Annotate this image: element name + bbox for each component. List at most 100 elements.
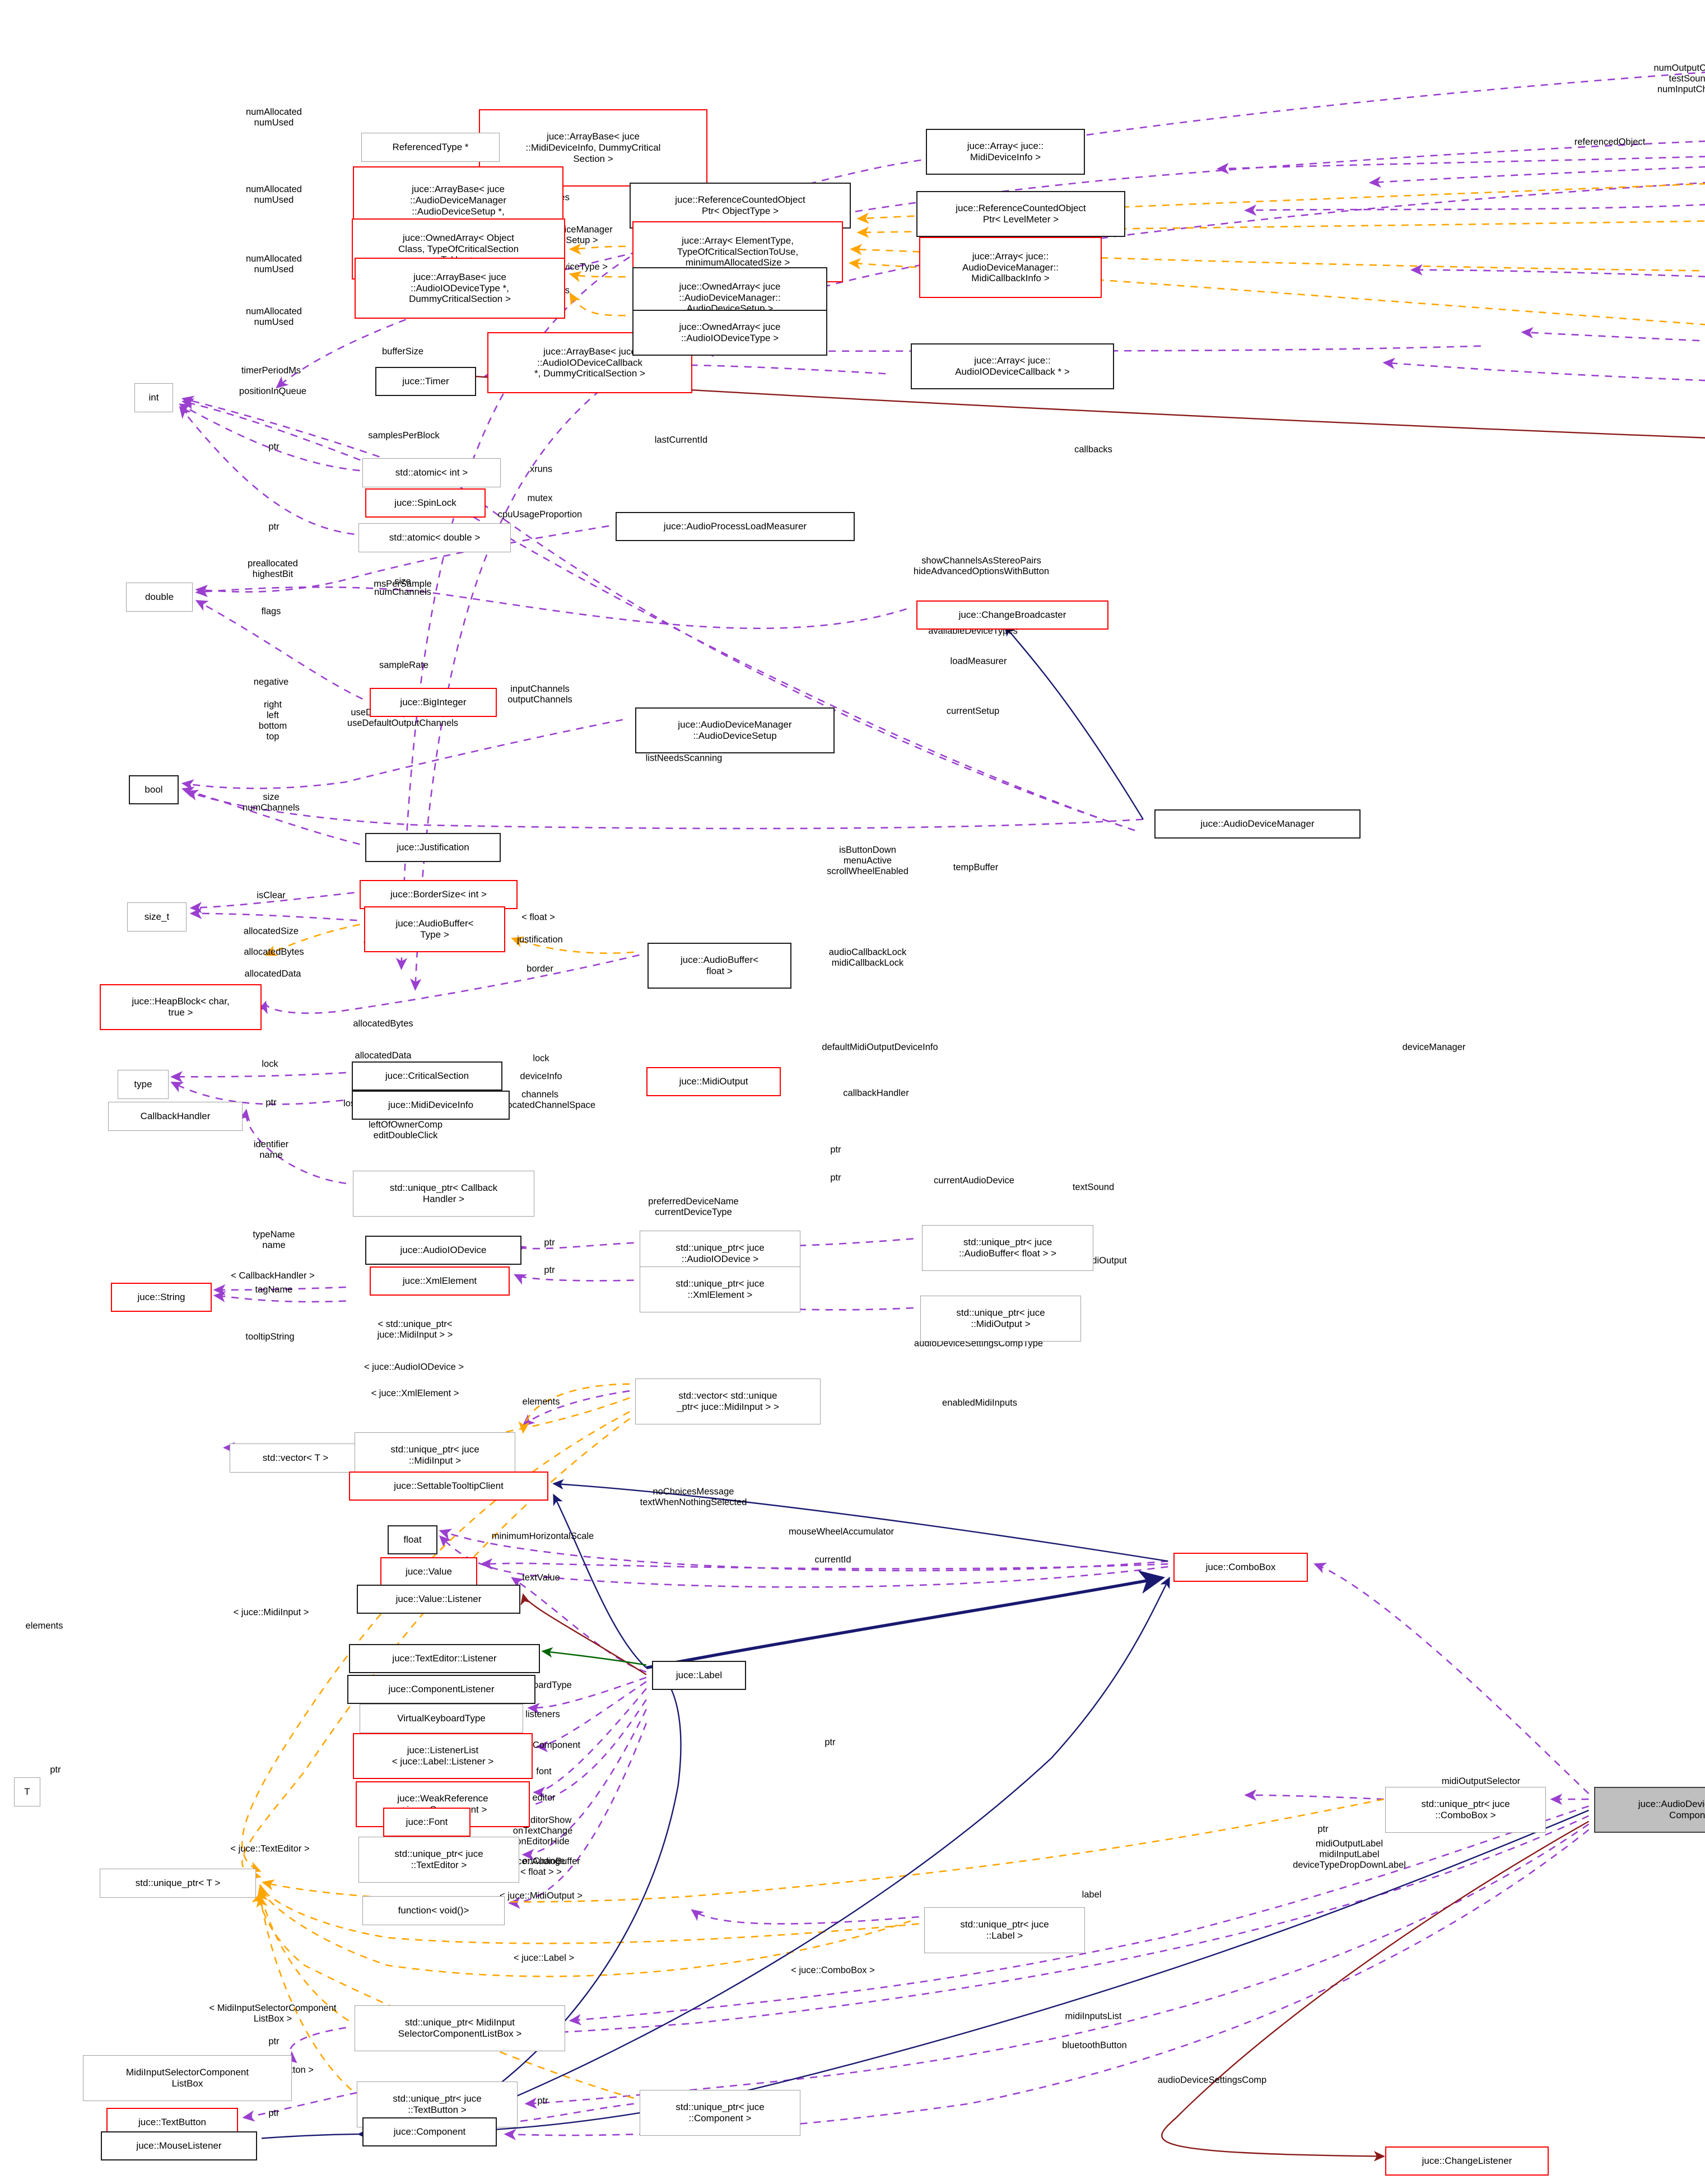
- class-node-label: float: [403, 1534, 422, 1545]
- class-node[interactable]: juce::Label: [652, 1661, 746, 1690]
- class-node[interactable]: std::unique_ptr< juce ::AudioBuffer< flo…: [922, 1225, 1093, 1271]
- edge-label: mouseWheelAccumulator: [789, 1526, 894, 1537]
- class-node-label: juce::Label: [676, 1670, 723, 1681]
- class-node[interactable]: juce::ArrayBase< juce ::AudioIODeviceTyp…: [355, 258, 565, 319]
- class-node[interactable]: juce::Justification: [365, 833, 501, 862]
- edge-label: ptr: [544, 1265, 555, 1275]
- class-node-label: juce::Array< juce:: AudioIODeviceCallbac…: [955, 355, 1070, 377]
- class-node[interactable]: ReferencedType *: [361, 133, 500, 162]
- class-node[interactable]: juce::AudioDeviceManager ::AudioDeviceSe…: [635, 707, 835, 753]
- class-node[interactable]: juce::ComponentListener: [347, 1675, 535, 1704]
- class-node[interactable]: juce::ChangeBroadcaster: [916, 600, 1108, 630]
- class-node[interactable]: juce::AudioIODevice: [365, 1236, 521, 1265]
- class-node-label: juce::SettableTooltipClient: [394, 1480, 504, 1492]
- class-node[interactable]: juce::Value: [380, 1557, 477, 1586]
- edge-label: showChannelsAsStereoPairs hideAdvancedOp…: [913, 555, 1050, 576]
- edge-label: < float >: [521, 912, 555, 923]
- class-node[interactable]: juce::ComboBox: [1173, 1553, 1308, 1582]
- edge-label: defaultMidiOutputDeviceInfo: [822, 1042, 938, 1053]
- class-node[interactable]: std::unique_ptr< juce ::XmlElement >: [640, 1266, 800, 1312]
- class-node[interactable]: std::unique_ptr< juce ::TextEditor >: [358, 1837, 519, 1883]
- class-node-label: juce::Array< ElementType, TypeOfCritical…: [677, 235, 799, 268]
- class-node[interactable]: double: [126, 583, 193, 612]
- class-node[interactable]: juce::HeapBlock< char, true >: [100, 984, 262, 1030]
- class-node[interactable]: juce::AudioDeviceSelector Component: [1594, 1787, 1705, 1833]
- edge-label: font: [536, 1766, 552, 1777]
- class-node[interactable]: T: [14, 1777, 40, 1806]
- class-node[interactable]: juce::AudioProcessLoadMeasurer: [616, 512, 855, 541]
- class-node[interactable]: CallbackHandler: [108, 1102, 243, 1131]
- edge-label: samplesPerBlock: [368, 430, 440, 441]
- class-node[interactable]: float: [388, 1525, 437, 1554]
- class-node[interactable]: juce::OwnedArray< juce ::AudioIODeviceTy…: [632, 310, 827, 356]
- edge-label: bufferSize: [382, 346, 423, 357]
- edge-label: ptr: [544, 1237, 555, 1248]
- class-node[interactable]: std::vector< std::unique _ptr< juce::Mid…: [635, 1379, 821, 1424]
- class-node[interactable]: juce::Value::Listener: [357, 1585, 520, 1614]
- edge-label: ptr: [268, 2036, 279, 2047]
- class-node-label: ReferencedType *: [392, 142, 469, 153]
- class-node-label: size_t: [144, 911, 170, 923]
- class-node[interactable]: juce::BorderSize< int >: [360, 880, 518, 909]
- edge-label: ptr: [830, 1172, 841, 1183]
- class-node-label: std::unique_ptr< juce ::MidiOutput >: [956, 1307, 1045, 1329]
- class-node[interactable]: std::unique_ptr< Callback Handler >: [353, 1171, 534, 1217]
- class-node[interactable]: std::atomic< double >: [358, 523, 511, 552]
- class-node[interactable]: juce::AudioBuffer< float >: [647, 943, 791, 989]
- class-node[interactable]: std::unique_ptr< juce ::Label >: [924, 1907, 1085, 1953]
- class-node[interactable]: juce::ReferenceCountedObject Ptr< LevelM…: [916, 191, 1125, 237]
- class-node[interactable]: std::unique_ptr< juce ::MidiOutput >: [920, 1296, 1081, 1342]
- class-node[interactable]: std::vector< T >: [230, 1443, 361, 1473]
- edge-label: midiInputsList: [1065, 2011, 1122, 2022]
- class-node[interactable]: juce::CriticalSection: [352, 1061, 502, 1091]
- class-node[interactable]: std::unique_ptr< juce ::Component >: [640, 2090, 800, 2136]
- class-node[interactable]: function< void()>: [362, 1896, 505, 1925]
- class-node[interactable]: juce::String: [111, 1283, 212, 1312]
- class-node[interactable]: juce::XmlElement: [370, 1266, 510, 1296]
- class-node[interactable]: juce::Component: [362, 2117, 497, 2146]
- class-node-label: std::atomic< int >: [395, 467, 468, 478]
- class-node[interactable]: std::unique_ptr< T >: [100, 1869, 256, 1898]
- class-node[interactable]: juce::ChangeListener: [1385, 2146, 1549, 2176]
- class-node[interactable]: juce::TextEditor::Listener: [349, 1644, 540, 1673]
- class-node[interactable]: juce::MidiOutput: [646, 1067, 781, 1096]
- class-node[interactable]: int: [134, 383, 173, 412]
- edge-label: ptr: [537, 2095, 548, 2106]
- class-node[interactable]: size_t: [127, 902, 187, 932]
- class-node[interactable]: juce::SpinLock: [365, 488, 486, 518]
- class-node[interactable]: juce::Array< juce:: AudioDeviceManager::…: [919, 237, 1102, 298]
- class-node[interactable]: juce::Timer: [375, 367, 476, 396]
- class-node[interactable]: std::unique_ptr< juce ::ComboBox >: [1385, 1787, 1546, 1833]
- class-node-label: juce::AudioProcessLoadMeasurer: [663, 521, 807, 532]
- class-node-label: juce::ChangeBroadcaster: [958, 609, 1066, 621]
- class-node-label: juce::MidiDeviceInfo: [388, 1100, 474, 1111]
- class-node[interactable]: std::unique_ptr< MidiInput SelectorCompo…: [355, 2005, 565, 2051]
- class-node[interactable]: type: [118, 1070, 169, 1099]
- class-node[interactable]: std::atomic< int >: [362, 458, 501, 487]
- edge-label: mutex: [527, 493, 553, 504]
- class-node[interactable]: VirtualKeyboardType: [360, 1704, 523, 1733]
- edge-label: positionInQueue: [239, 386, 307, 397]
- class-node[interactable]: juce::MidiDeviceInfo: [352, 1091, 510, 1120]
- class-node[interactable]: bool: [129, 775, 179, 804]
- class-node[interactable]: MidiInputSelectorComponent ListBox: [83, 2055, 292, 2101]
- class-node[interactable]: juce::ListenerList < juce::Label::Listen…: [353, 1733, 533, 1779]
- edge-label: timerPeriodMs: [241, 365, 301, 376]
- class-node[interactable]: juce::AudioDeviceManager: [1154, 809, 1361, 839]
- edge-label: listeners: [525, 1709, 560, 1720]
- class-node-label: std::unique_ptr< juce ::AudioBuffer< flo…: [958, 1237, 1057, 1259]
- class-node[interactable]: juce::AudioBuffer< Type >: [364, 906, 505, 952]
- class-node[interactable]: juce::MouseListener: [101, 2131, 257, 2160]
- edge-label: < juce::MidiInput >: [233, 1607, 309, 1618]
- class-node[interactable]: juce::Font: [383, 1808, 470, 1837]
- edge-label: < juce::ComboBox >: [791, 1965, 875, 1976]
- edge-label: inputChannels outputChannels: [507, 683, 572, 705]
- edge-label: preferredDeviceName currentDeviceType: [648, 1196, 739, 1217]
- edge-label: ptr: [268, 521, 279, 532]
- edge-label: onChange: [522, 1856, 566, 1866]
- class-node[interactable]: juce::Array< juce:: MidiDeviceInfo >: [926, 129, 1085, 175]
- edge-label: ptr: [268, 2108, 279, 2118]
- class-node[interactable]: juce::Array< juce:: AudioIODeviceCallbac…: [911, 343, 1114, 389]
- class-node[interactable]: juce::BigInteger: [370, 688, 497, 717]
- class-node[interactable]: juce::SettableTooltipClient: [349, 1471, 548, 1501]
